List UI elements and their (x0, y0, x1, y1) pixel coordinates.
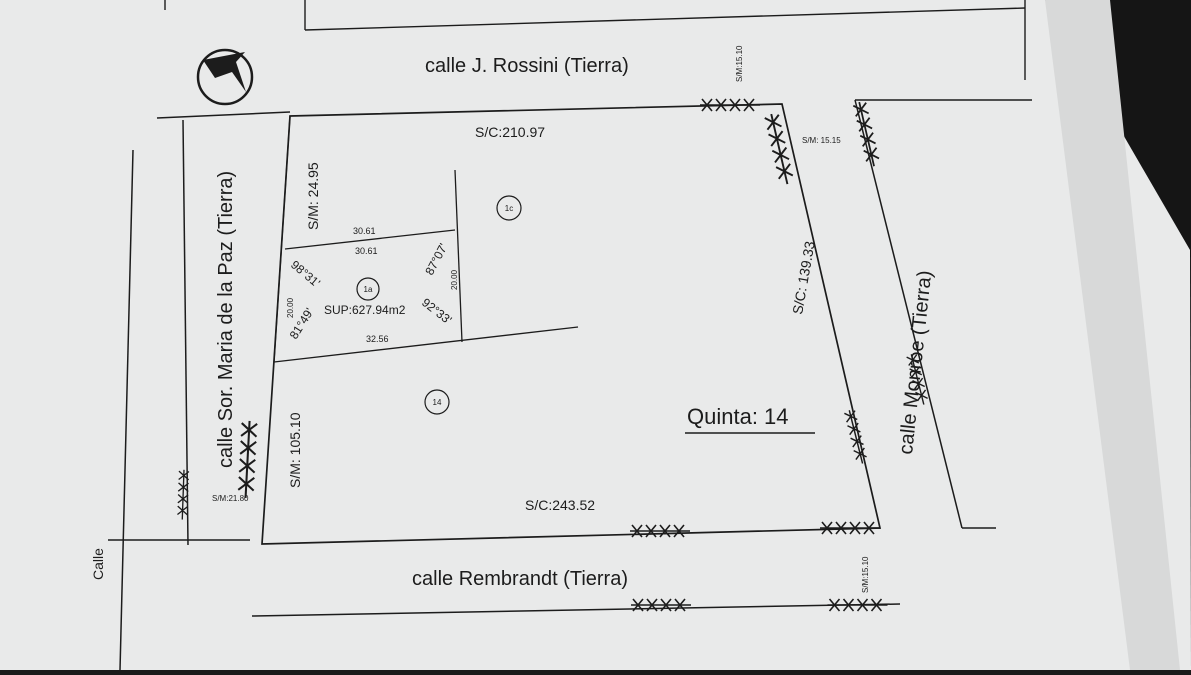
south-side-measure: S/C:243.52 (525, 497, 595, 513)
block-outline (261, 103, 882, 545)
parcel-1c-marker: 1c (496, 195, 522, 221)
lot-bottom-measure: 32.56 (366, 334, 389, 344)
lot-right-side-measure: 20.00 (450, 269, 459, 290)
street-lines (108, 99, 1032, 671)
street-width-south-west: S/M:21.80 (212, 494, 249, 503)
west-side-measure: S/M: 105.10 (287, 412, 303, 488)
street-width-north-east: S/M: 15.15 (802, 136, 841, 145)
street-name-far-west: Calle (90, 548, 106, 580)
lot-left-side-measure: 20.00 (286, 297, 295, 318)
parcel-14-marker: 14 (424, 389, 450, 415)
top-frame (164, 0, 1026, 80)
street-name-west: calle Sor. Maria de la Paz (Tierra) (215, 171, 237, 468)
paper-fold (1045, 0, 1180, 670)
parcel-1c-label: 1c (505, 204, 513, 213)
street-name-south: calle Rembrandt (Tierra) (412, 568, 628, 590)
lot-top-outer-measure: 30.61 (353, 226, 376, 236)
north-side-measure: S/C:210.97 (475, 124, 545, 140)
lot-top-inner-measure: 30.61 (355, 246, 378, 256)
parcel-1a-label: 1a (364, 285, 373, 294)
street-name-north: calle J. Rossini (Tierra) (425, 55, 629, 77)
block-name: Quinta: 14 (687, 404, 789, 429)
street-width-top-right: S/M:15.10 (735, 45, 744, 82)
lot-side-left-measure: S/M: 24.95 (305, 162, 321, 230)
north-arrow-icon (196, 48, 254, 106)
parcel-1a-marker: 1a (356, 277, 380, 301)
street-width-bottom-right: S/M:15.10 (861, 556, 870, 593)
parcel-14-label: 14 (433, 398, 442, 407)
lot-area: SUP:627.94m2 (324, 303, 406, 317)
lot-1a-outline (273, 115, 579, 363)
